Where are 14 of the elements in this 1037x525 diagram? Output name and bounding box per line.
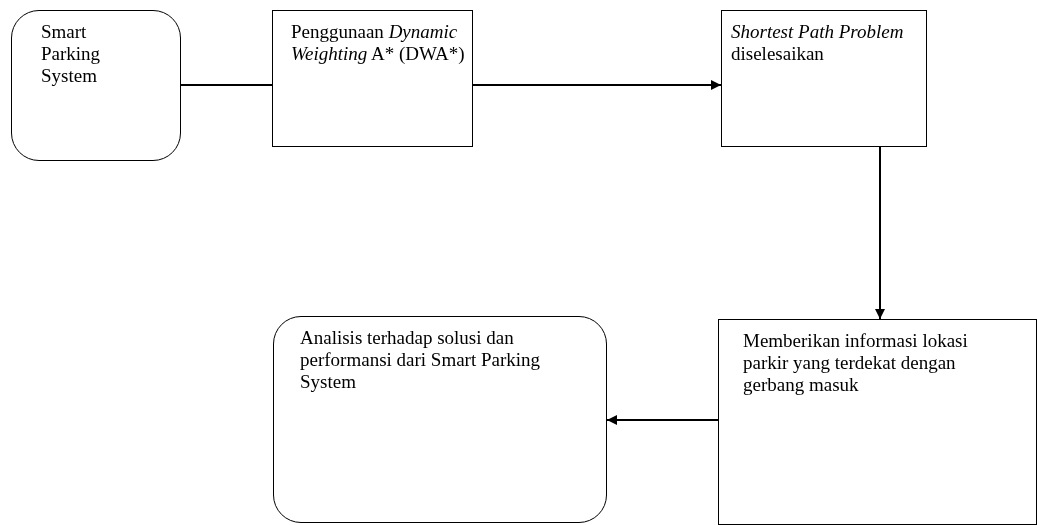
process-box — [718, 319, 1037, 525]
node-text: Shortest Path Problem diselesaikan — [731, 21, 905, 65]
arrow — [875, 146, 885, 320]
rounded-box — [273, 316, 607, 523]
process-box — [272, 10, 473, 147]
node-text: Smart Parking System — [41, 21, 102, 87]
connector-line — [180, 84, 273, 86]
process-box — [721, 10, 927, 147]
rounded-box — [11, 10, 181, 161]
node-text: Analisis terhadap solusi dan performansi dari Smart Parking System — [300, 327, 542, 393]
node-text: Memberikan informasi lokasi parkir yang terdekat dengan gerbang masuk — [743, 330, 969, 396]
arrow — [472, 80, 722, 90]
node-text: Penggunaan Dynamic Weighting A* (DWA*) — [291, 21, 466, 65]
arrow — [606, 415, 719, 425]
